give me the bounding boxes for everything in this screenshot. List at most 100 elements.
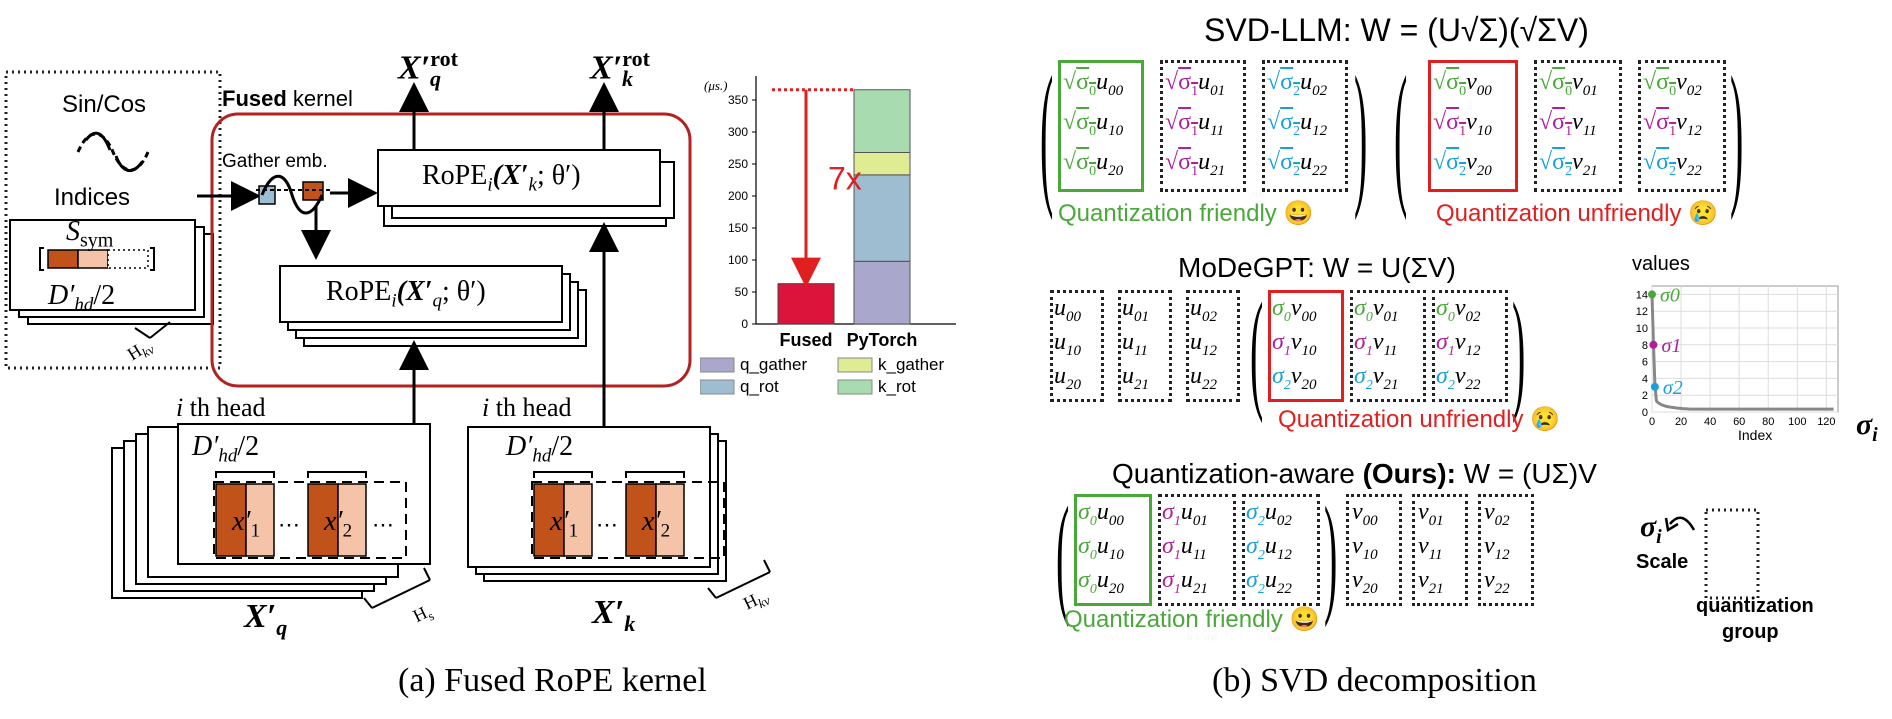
matrix-cell: σ0u10 [1078,533,1124,563]
rparen: ) [1512,273,1526,425]
matrix-cell: σ0v00 [1272,295,1317,325]
matrix-cell: u21 [1122,363,1149,393]
sincos-box [4,70,222,370]
rparen: ) [1354,42,1368,222]
ssym-label: Ssym [66,216,114,252]
rope-q-box [279,265,563,323]
matrix-cell: σ1u21 [1162,567,1208,597]
matrix-cell: σ2u22 [1246,567,1292,597]
matrix-cell: σ2u02 [1246,499,1292,529]
pytorch-bar-q_rot [853,174,911,262]
gather-emb-label: Gather emb. [222,151,328,172]
sigma-point-label: σ2 [1663,377,1683,399]
y-tick-label: 6 [1642,357,1648,369]
matrix-cell: √σ2u22 [1267,149,1328,179]
sigma-axis-label: σi [1856,408,1878,446]
pytorch-bar-k_gather [853,151,911,176]
lparen: ( [1250,273,1264,425]
matrix-cell: v20 [1352,567,1378,597]
legend-swatch [837,379,873,395]
matrix-cell: σ2v22 [1436,363,1481,393]
legend-label: q_rot [740,377,779,396]
fused-kernel-label: Fused kernel [222,86,353,111]
xk-x1: x′1 [550,506,579,542]
matrix-col [1412,494,1468,606]
matrix-col [1186,290,1240,402]
y-tick-label: 0 [1642,407,1648,419]
fused-bar [777,283,835,325]
ith-head-k-label: i th head [482,393,572,422]
matrix-cell: σ1v11 [1354,329,1398,359]
sine-wave-icon [76,132,150,172]
y-tick-label: 300 [728,125,748,139]
ours-title: Quantization-aware (Ours): W = (UΣ)V [1112,458,1597,489]
matrix-cell: σ1v12 [1436,329,1481,359]
sigma-point [1650,382,1659,391]
matrix-cell: √σ0v00 [1433,69,1492,99]
lparen: ( [1394,42,1408,222]
matrix-cell: √σ2u12 [1267,109,1328,139]
matrix-cell: √σ1v11 [1539,109,1597,139]
ith-head-q-label: i th head [176,393,266,422]
xk-rot-label: X′rotk [590,46,650,92]
matrix-cell: √σ1u11 [1165,109,1224,139]
dhd-label-small: D′hd/2 [48,280,116,316]
sigma-point-label: σ0 [1660,284,1680,306]
y-tick-label: 250 [728,157,748,171]
x-tick-label: 120 [1817,416,1835,428]
rparen: ) [1324,477,1338,629]
xq-bottom-label: X′q [244,598,288,640]
mini-chart-title: values [1632,253,1690,275]
singular-value-curve [1650,294,1834,411]
matrix-cell: √σ1v12 [1643,109,1702,139]
caption-a: (a) Fused RoPE kernel [398,662,707,699]
matrix-cell: √σ2v21 [1539,149,1598,179]
matrix-cell: σ1u01 [1162,499,1208,529]
matrix-cell: u12 [1190,329,1217,359]
matrix-row-red [1428,60,1518,192]
xq-dots1: ⋯ [278,512,300,537]
y-tick-label: 50 [735,285,749,299]
matrix-row-red [1268,290,1344,402]
xq-x2: x′2 [324,506,353,542]
matrix-cell: √σ0u00 [1063,69,1124,99]
qf-label-1: Quantization friendly 😀 [1058,200,1314,227]
qgroup-label-2: group [1722,621,1779,643]
matrix-cell: u20 [1054,363,1081,393]
matrix-cell: σ0v02 [1436,295,1481,325]
lparen: ( [1056,477,1070,629]
xk-bottom-label: X′k [592,594,636,636]
matrix-col [1118,290,1172,402]
y-tick-label: 100 [728,253,748,267]
matrix-cell: v21 [1418,567,1444,597]
legend-label: q_gather [740,355,807,374]
fused-kernel-box [210,112,692,388]
matrix-col-green [1074,494,1152,606]
fused-rope-diagram [4,70,771,609]
modegpt-title: MoDeGPT: W = U(ΣV) [1178,252,1456,283]
matrix-cell: v11 [1418,533,1443,563]
matrix-cell: u01 [1122,295,1149,325]
matrix-col [1160,60,1246,192]
matrix-cell: √σ0v02 [1643,69,1702,99]
legend-swatch [700,379,735,395]
matrix-col [1346,494,1402,606]
x-tick-label: 40 [1704,416,1716,428]
x-tick-label: 100 [1788,416,1806,428]
legend-label: k_gather [878,355,944,374]
matrix-cell: σ2u12 [1246,533,1292,563]
speedup-label: 7x [828,161,862,197]
matrix-cell: √σ1u21 [1165,149,1226,179]
matrix-col [1242,494,1320,606]
matrix-cell: √σ0u20 [1063,149,1124,179]
qu-label-1: Quantization unfriendly 😢 [1436,200,1719,227]
y-tick-label: 200 [728,189,748,203]
matrix-col [1262,60,1348,192]
x-tick-label: 0 [1649,416,1655,428]
rope-k-box [377,149,661,207]
matrix-cell: σ0u20 [1078,567,1124,597]
matrix-cell: σ2v20 [1272,363,1317,393]
matrix-cell: v02 [1484,499,1510,529]
